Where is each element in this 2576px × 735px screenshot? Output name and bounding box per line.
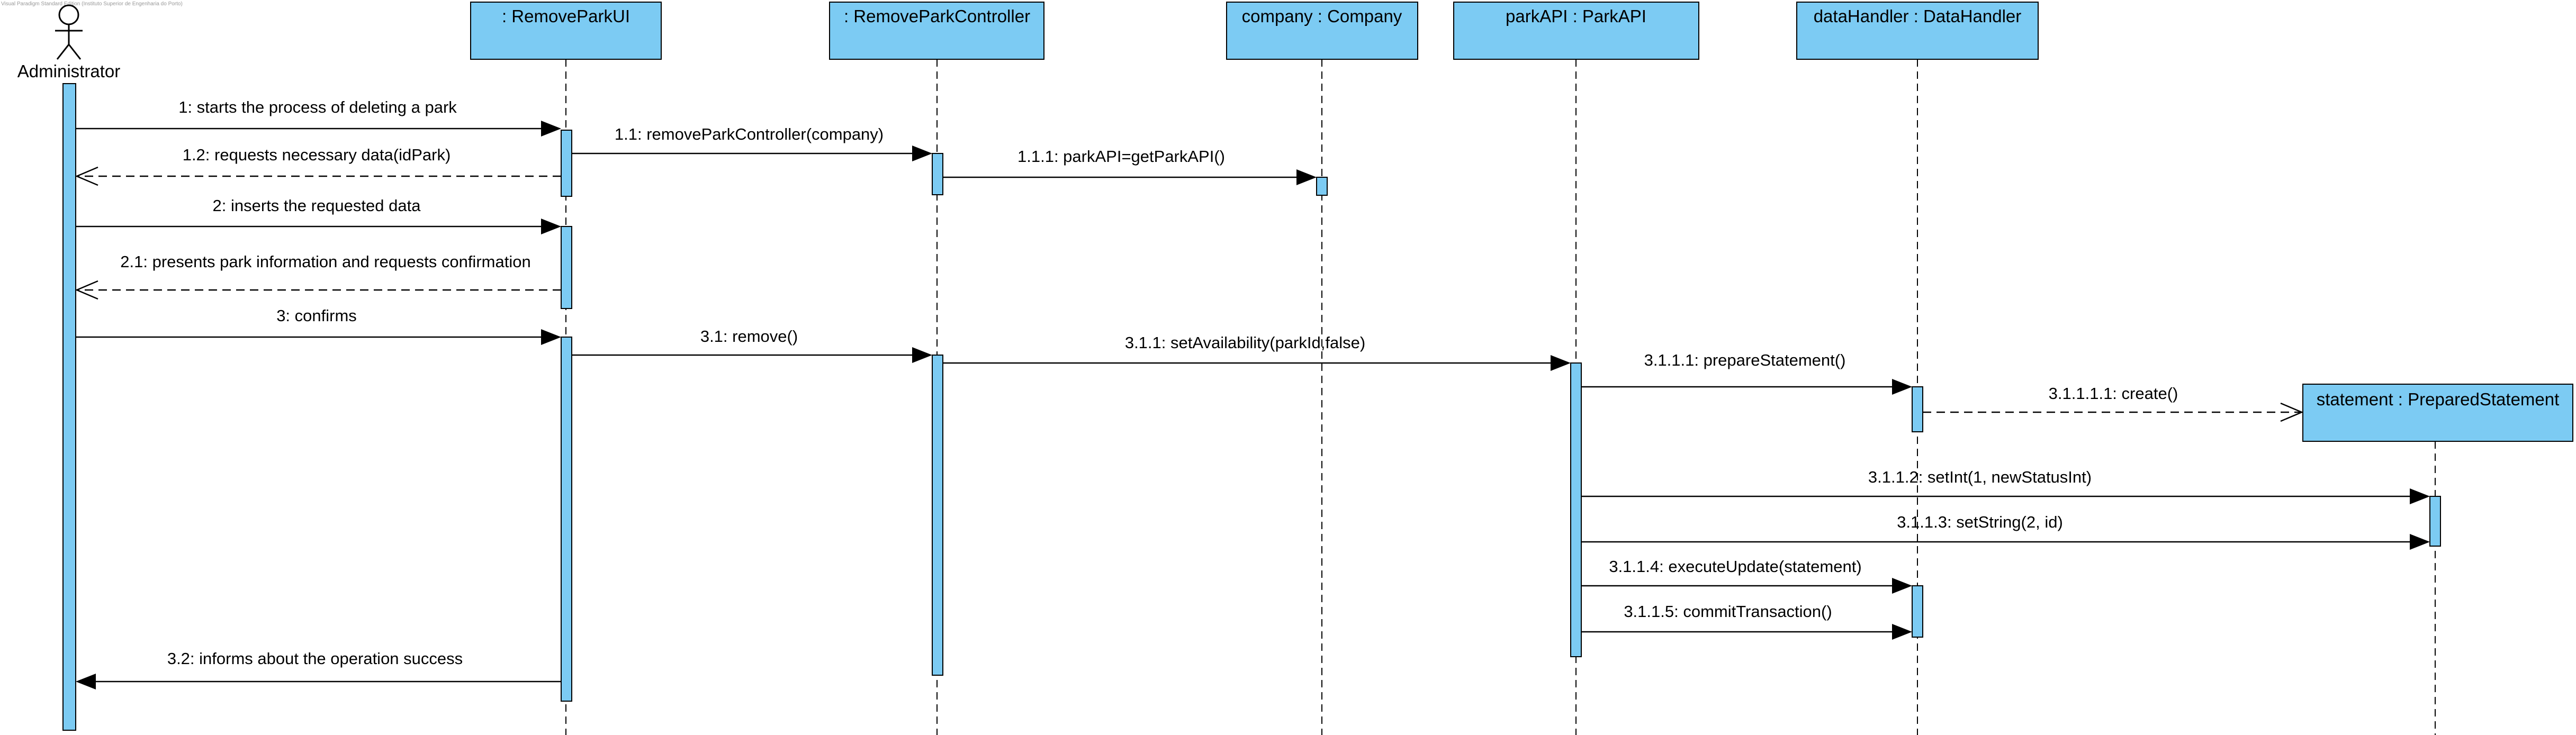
lifeline-data-handler[interactable]: dataHandler : DataHandler xyxy=(1796,2,2039,735)
message-3-1-1-5[interactable]: 3.1.1.5: commitTransaction() xyxy=(1581,602,1912,640)
activation-bar-statement xyxy=(2429,496,2441,547)
activation-bar-ui-2 xyxy=(561,226,572,309)
message-label: 1: starts the process of deleting a park xyxy=(178,98,457,116)
activation-bar-park-api xyxy=(1570,362,1582,657)
lifeline-header xyxy=(829,2,1044,60)
lifeline-header xyxy=(1226,2,1418,60)
message-label: 3.1.1.4: executeUpdate(statement) xyxy=(1609,557,1861,576)
message-label: 2: inserts the requested data xyxy=(213,196,421,215)
lifeline-park-api[interactable]: parkAPI : ParkAPI xyxy=(1453,2,1699,735)
message-label: 1.1: removeParkController(company) xyxy=(615,125,884,143)
message-label: 3.2: informs about the operation success xyxy=(167,649,463,668)
message-label: 3.1.1.1.1: create() xyxy=(2049,384,2178,403)
message-label: 3.1.1: setAvailability(parkId,false) xyxy=(1125,333,1365,352)
stick-figure-icon xyxy=(55,4,83,60)
message-label: 3.1.1.1: prepareStatement() xyxy=(1644,351,1846,369)
message-2[interactable]: 2: inserts the requested data xyxy=(76,196,561,234)
message-1-2[interactable]: 1.2: requests necessary data(idPark) xyxy=(75,146,561,186)
actor-administrator[interactable]: Administrator xyxy=(17,4,120,81)
activation-bar-handler-2 xyxy=(1912,585,1923,638)
message-3-1-1-3[interactable]: 3.1.1.3: setString(2, id) xyxy=(1581,513,2430,550)
activation-bar-controller-2 xyxy=(932,355,943,676)
message-3-1-1-1-1[interactable]: 3.1.1.1.1: create() xyxy=(1923,384,2304,422)
message-label: 1.1.1: parkAPI=getParkAPI() xyxy=(1017,147,1225,166)
message-label: 1.2: requests necessary data(idPark) xyxy=(183,146,451,164)
lifeline-label: company : Company xyxy=(1242,6,1402,26)
message-3-1-1[interactable]: 3.1.1: setAvailability(parkId,false) xyxy=(943,333,1571,371)
lifeline-header xyxy=(2302,384,2573,442)
message-3-2[interactable]: 3.2: informs about the operation success xyxy=(76,649,561,689)
watermark-text: Visual Paradigm Standard Edition (Instit… xyxy=(1,1,183,7)
message-1[interactable]: 1: starts the process of deleting a park xyxy=(76,98,561,137)
lifeline-header xyxy=(1453,2,1699,60)
activation-bar-company xyxy=(1316,177,1328,196)
message-label: 3.1.1.5: commitTransaction() xyxy=(1624,602,1832,621)
message-label: 3.1: remove() xyxy=(700,327,798,346)
message-label: 2.1: presents park information and reque… xyxy=(120,252,530,271)
message-2-1[interactable]: 2.1: presents park information and reque… xyxy=(75,252,561,300)
message-3-1-1-4[interactable]: 3.1.1.4: executeUpdate(statement) xyxy=(1581,557,1912,594)
actor-activation-bar xyxy=(62,83,76,731)
activation-bar-ui-1 xyxy=(561,130,572,197)
message-1-1[interactable]: 1.1: removeParkController(company) xyxy=(572,125,932,161)
message-3[interactable]: 3: confirms xyxy=(76,306,561,345)
lifeline-prepared-statement[interactable]: statement : PreparedStatement xyxy=(2302,384,2573,735)
lifeline-company[interactable]: company : Company xyxy=(1226,2,1418,735)
message-1-1-1[interactable]: 1.1.1: parkAPI=getParkAPI() xyxy=(943,147,1317,185)
lifeline-label: parkAPI : ParkAPI xyxy=(1506,6,1646,26)
message-3-1-1-2[interactable]: 3.1.1.2: setInt(1, newStatusInt) xyxy=(1581,468,2430,504)
message-label: 3: confirms xyxy=(276,306,357,325)
message-3-1-1-1[interactable]: 3.1.1.1: prepareStatement() xyxy=(1581,351,1912,395)
message-3-1[interactable]: 3.1: remove() xyxy=(572,327,932,363)
activation-bar-handler-1 xyxy=(1912,386,1923,432)
activation-bar-ui-3 xyxy=(561,337,572,702)
actor-name: Administrator xyxy=(17,61,120,81)
activation-bar-controller-1 xyxy=(932,153,943,195)
lifeline-label: : RemoveParkController xyxy=(844,6,1030,26)
lifeline-label: : RemoveParkUI xyxy=(502,6,630,26)
lifeline-header xyxy=(470,2,662,60)
lifeline-label: statement : PreparedStatement xyxy=(2317,389,2560,409)
message-label: 3.1.1.3: setString(2, id) xyxy=(1897,513,2063,531)
message-label: 3.1.1.2: setInt(1, newStatusInt) xyxy=(1868,468,2092,486)
lifeline-header xyxy=(1796,2,2039,60)
lifeline-label: dataHandler : DataHandler xyxy=(1814,6,2022,26)
